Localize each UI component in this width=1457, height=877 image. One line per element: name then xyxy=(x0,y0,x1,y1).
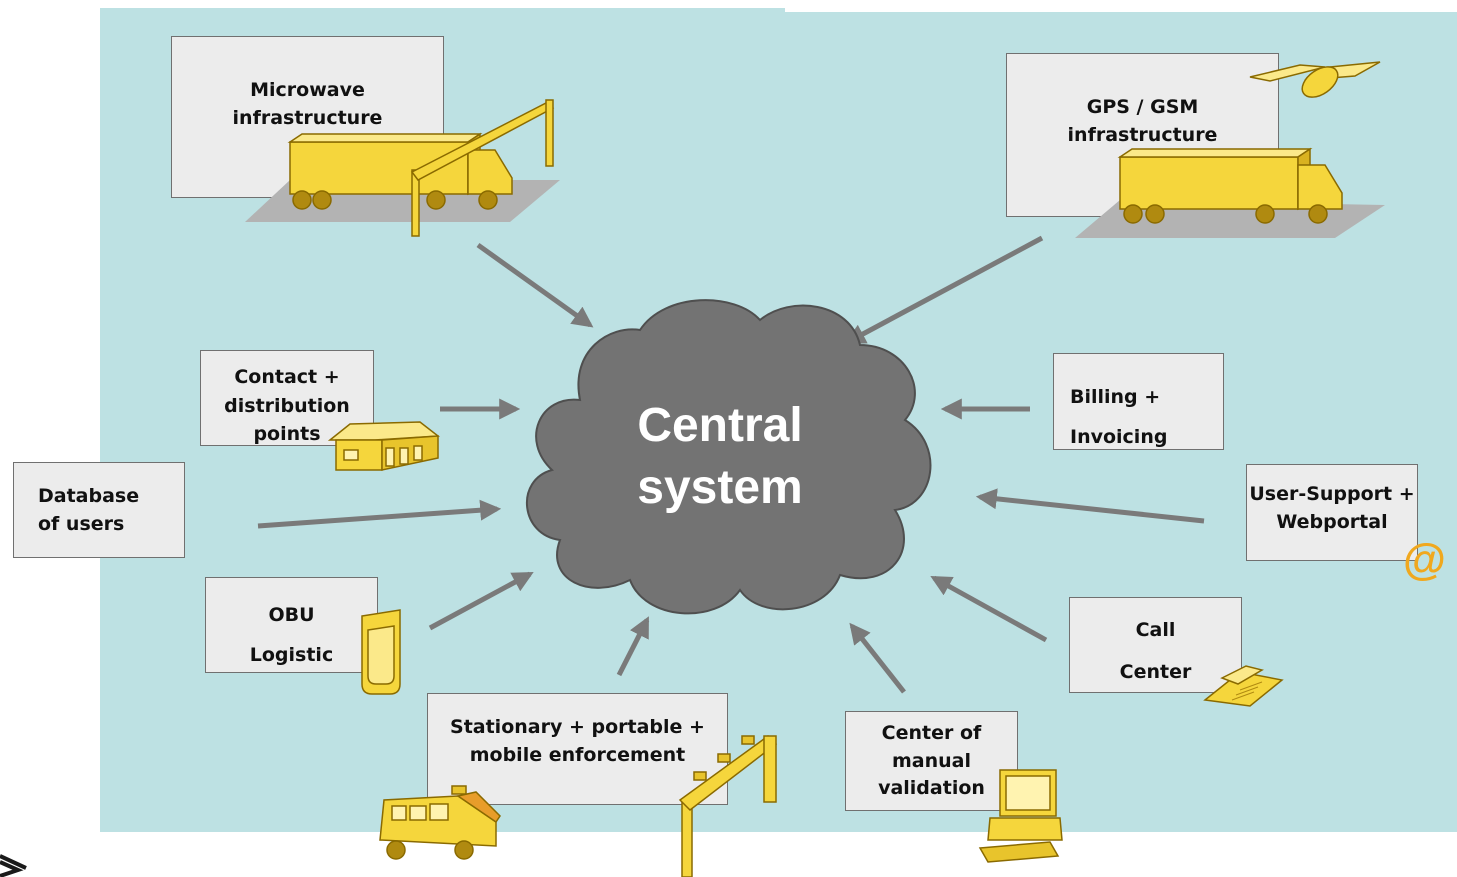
toll-gantry-icon xyxy=(410,99,555,237)
validation-line2: manual xyxy=(891,749,971,772)
truck-icon xyxy=(1075,147,1385,238)
call-line1: Call xyxy=(1135,619,1176,641)
logo-fragment-icon xyxy=(0,854,27,877)
obu-device-icon xyxy=(361,609,401,695)
user-support-line1: User-Support + xyxy=(1249,483,1415,505)
user-support-line2: Webportal xyxy=(1276,510,1388,533)
arrow-microwave xyxy=(476,242,594,328)
arrow-enforcement xyxy=(616,616,650,677)
microwave-line2: infrastructure xyxy=(232,106,383,129)
user-support-webportal-box: User-Support + Webportal xyxy=(1246,464,1418,561)
obu-logistic-box: OBU Logistic xyxy=(205,577,378,673)
enforcement-line1: Stationary + portable + xyxy=(450,716,705,738)
toll-gantry-icon xyxy=(678,735,778,877)
arrow-user-support xyxy=(975,488,1205,524)
at-icon: @ xyxy=(1403,535,1446,584)
database-line2: of users xyxy=(38,512,125,535)
database-of-users-box: Database of users xyxy=(13,462,185,558)
contact-line1: Contact + xyxy=(234,366,340,388)
obu-line2: Logistic xyxy=(249,643,334,666)
arrow-gps xyxy=(844,235,1044,345)
arrow-database xyxy=(257,499,502,529)
billing-line2: Invoicing xyxy=(1070,425,1168,448)
enforcement-line2: mobile enforcement xyxy=(469,743,686,766)
database-line1: Database xyxy=(38,485,140,507)
central-cloud xyxy=(526,299,932,615)
gps-gsm-line1: GPS / GSM xyxy=(1086,96,1199,118)
enforcement-box: Stationary + portable + mobile enforceme… xyxy=(427,693,728,805)
background-notch xyxy=(785,0,1457,12)
arrow-call xyxy=(930,575,1048,643)
billing-line1: Billing + xyxy=(1070,386,1161,408)
house-icon xyxy=(327,421,441,471)
gps-gsm-line2: infrastructure xyxy=(1067,123,1218,146)
van-icon xyxy=(379,785,501,860)
contact-line2: distribution xyxy=(224,394,350,417)
call-center-box: Call Center xyxy=(1069,597,1242,693)
microwave-line1: Microwave xyxy=(250,79,365,101)
central-line2: system xyxy=(637,461,803,514)
truck-icon xyxy=(245,132,560,222)
obu-line1: OBU xyxy=(268,604,315,626)
validation-line1: Center of xyxy=(881,722,982,744)
arrow-obu xyxy=(428,571,534,631)
central-line1: Central xyxy=(637,399,803,452)
telephone-icon xyxy=(1203,665,1284,707)
satellite-icon xyxy=(1249,61,1381,98)
call-line2: Center xyxy=(1119,660,1192,683)
computer-icon xyxy=(978,769,1063,863)
billing-invoicing-box: Billing + Invoicing xyxy=(1053,353,1224,450)
arrow-validation xyxy=(849,622,906,694)
contact-line3: points xyxy=(253,423,321,445)
central-system-label: Central system xyxy=(595,395,845,519)
manual-validation-box: Center of manual validation xyxy=(845,711,1018,811)
validation-line3: validation xyxy=(878,777,985,800)
